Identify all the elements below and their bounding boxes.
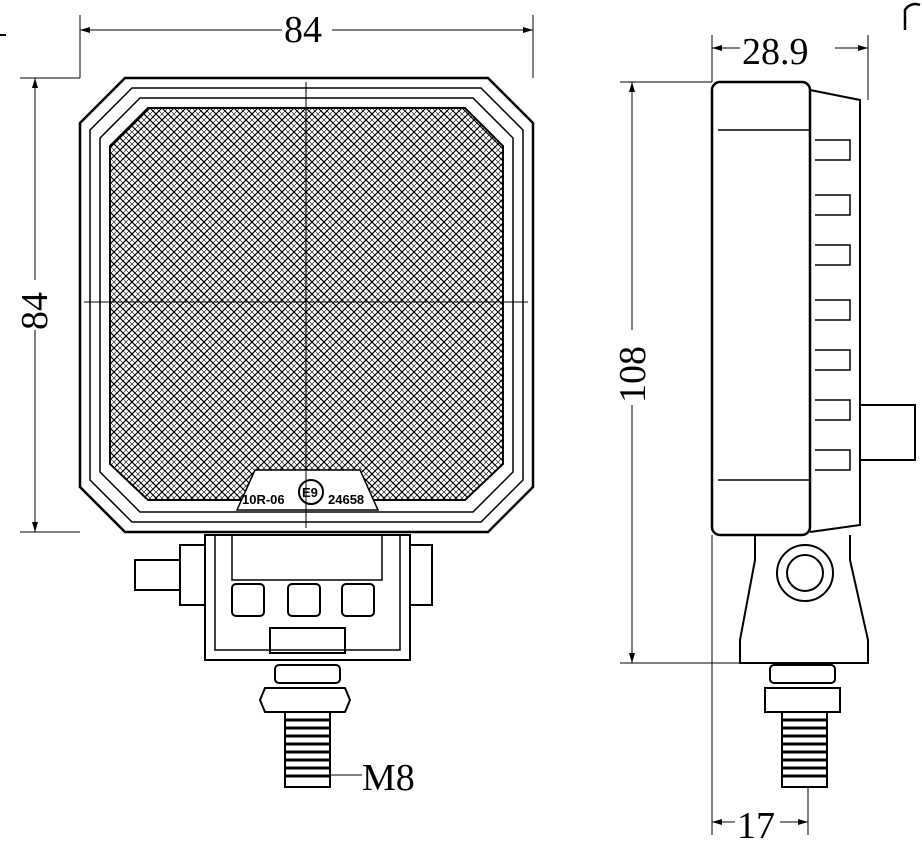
side-fins bbox=[809, 89, 861, 533]
side-mount bbox=[739, 535, 869, 664]
side-nut-left bbox=[179, 544, 206, 606]
side-height-label: 108 bbox=[612, 346, 654, 403]
front-view: 10R-06 E9 24658 bbox=[78, 76, 535, 788]
dimension-depth: 28.9 bbox=[711, 28, 869, 100]
width-label: 84 bbox=[284, 9, 322, 51]
housing-outline bbox=[78, 76, 535, 534]
side-body bbox=[710, 80, 812, 537]
badge-e-mark: E9 bbox=[302, 485, 318, 500]
mount-bracket bbox=[134, 534, 433, 661]
side-nut-right bbox=[409, 544, 433, 606]
dimension-height: 84 bbox=[12, 77, 80, 533]
e-mark-circle bbox=[298, 479, 324, 505]
dimension-base: 17 bbox=[711, 535, 809, 843]
dimension-side-height: 108 bbox=[610, 81, 740, 664]
mount-bolt bbox=[258, 664, 352, 788]
height-label: 84 bbox=[14, 292, 56, 330]
side-view bbox=[0, 2, 921, 788]
base-label: 17 bbox=[737, 805, 775, 843]
certification-plate bbox=[235, 469, 380, 511]
dimension-width: 84 bbox=[79, 8, 534, 78]
thread-callout: M8 bbox=[330, 757, 415, 799]
depth-label: 28.9 bbox=[742, 31, 809, 73]
badge-number: 24658 bbox=[328, 492, 364, 507]
thread-label: M8 bbox=[362, 757, 415, 799]
cable-connector bbox=[859, 404, 916, 461]
side-bolt bbox=[134, 559, 181, 591]
badge-standard: 10R-06 bbox=[242, 492, 285, 507]
